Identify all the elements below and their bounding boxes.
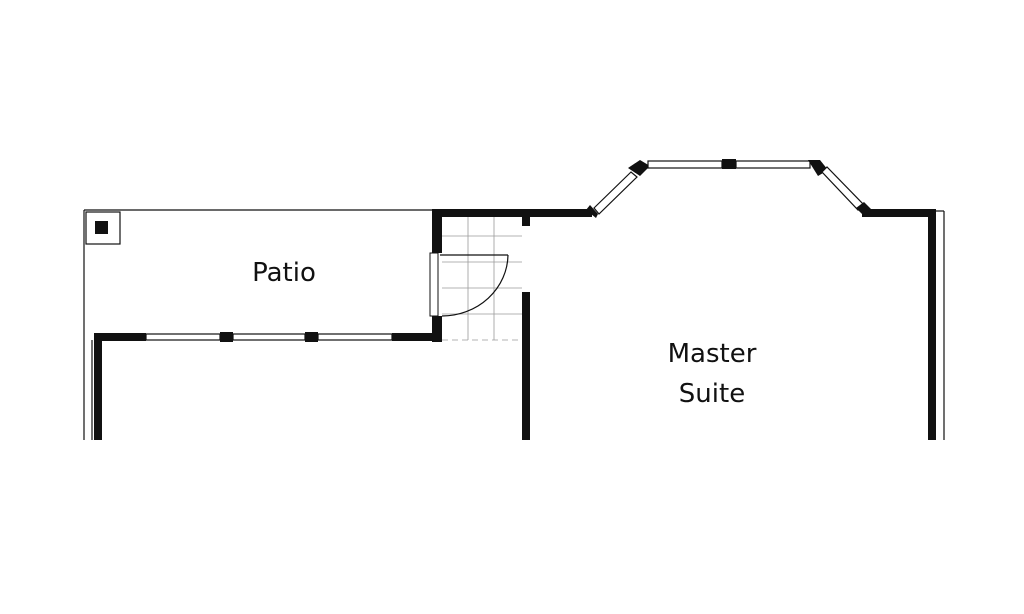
master-suite-label-line2: Suite <box>679 379 745 409</box>
entry-right-wall <box>522 292 530 440</box>
wall-segment <box>392 333 442 341</box>
window-mullion <box>305 332 318 342</box>
door-swing-arc <box>441 254 509 317</box>
entry-left-wall-lower <box>432 316 442 342</box>
wall-segment <box>94 333 146 341</box>
suite-right-wall <box>928 209 936 440</box>
entry-area <box>429 209 592 440</box>
patio-area: Patio <box>83 209 442 440</box>
suite-top-wall <box>862 209 936 217</box>
master-suite-label-line1: Master <box>668 339 757 369</box>
window <box>317 333 393 341</box>
window-mullion <box>220 332 233 342</box>
door-leaf <box>429 252 439 317</box>
window <box>232 333 306 341</box>
column-post <box>95 221 108 234</box>
entry-left-wall-upper <box>432 209 442 253</box>
window-mullion <box>722 159 736 169</box>
master-suite-area: Master Suite <box>586 159 945 440</box>
left-wall <box>94 333 102 440</box>
bay-window-top <box>735 160 811 169</box>
bay-corner <box>586 205 598 218</box>
bay-window-top <box>647 160 723 169</box>
bay-window-right <box>821 166 865 211</box>
entry-top-wall <box>432 209 592 217</box>
bay-corner <box>628 160 650 176</box>
window <box>145 333 221 341</box>
tile-floor <box>442 216 522 341</box>
column-box <box>85 211 121 245</box>
patio-label: Patio <box>252 258 316 288</box>
entry-right-post <box>522 216 530 226</box>
bay-window-left <box>593 171 638 215</box>
